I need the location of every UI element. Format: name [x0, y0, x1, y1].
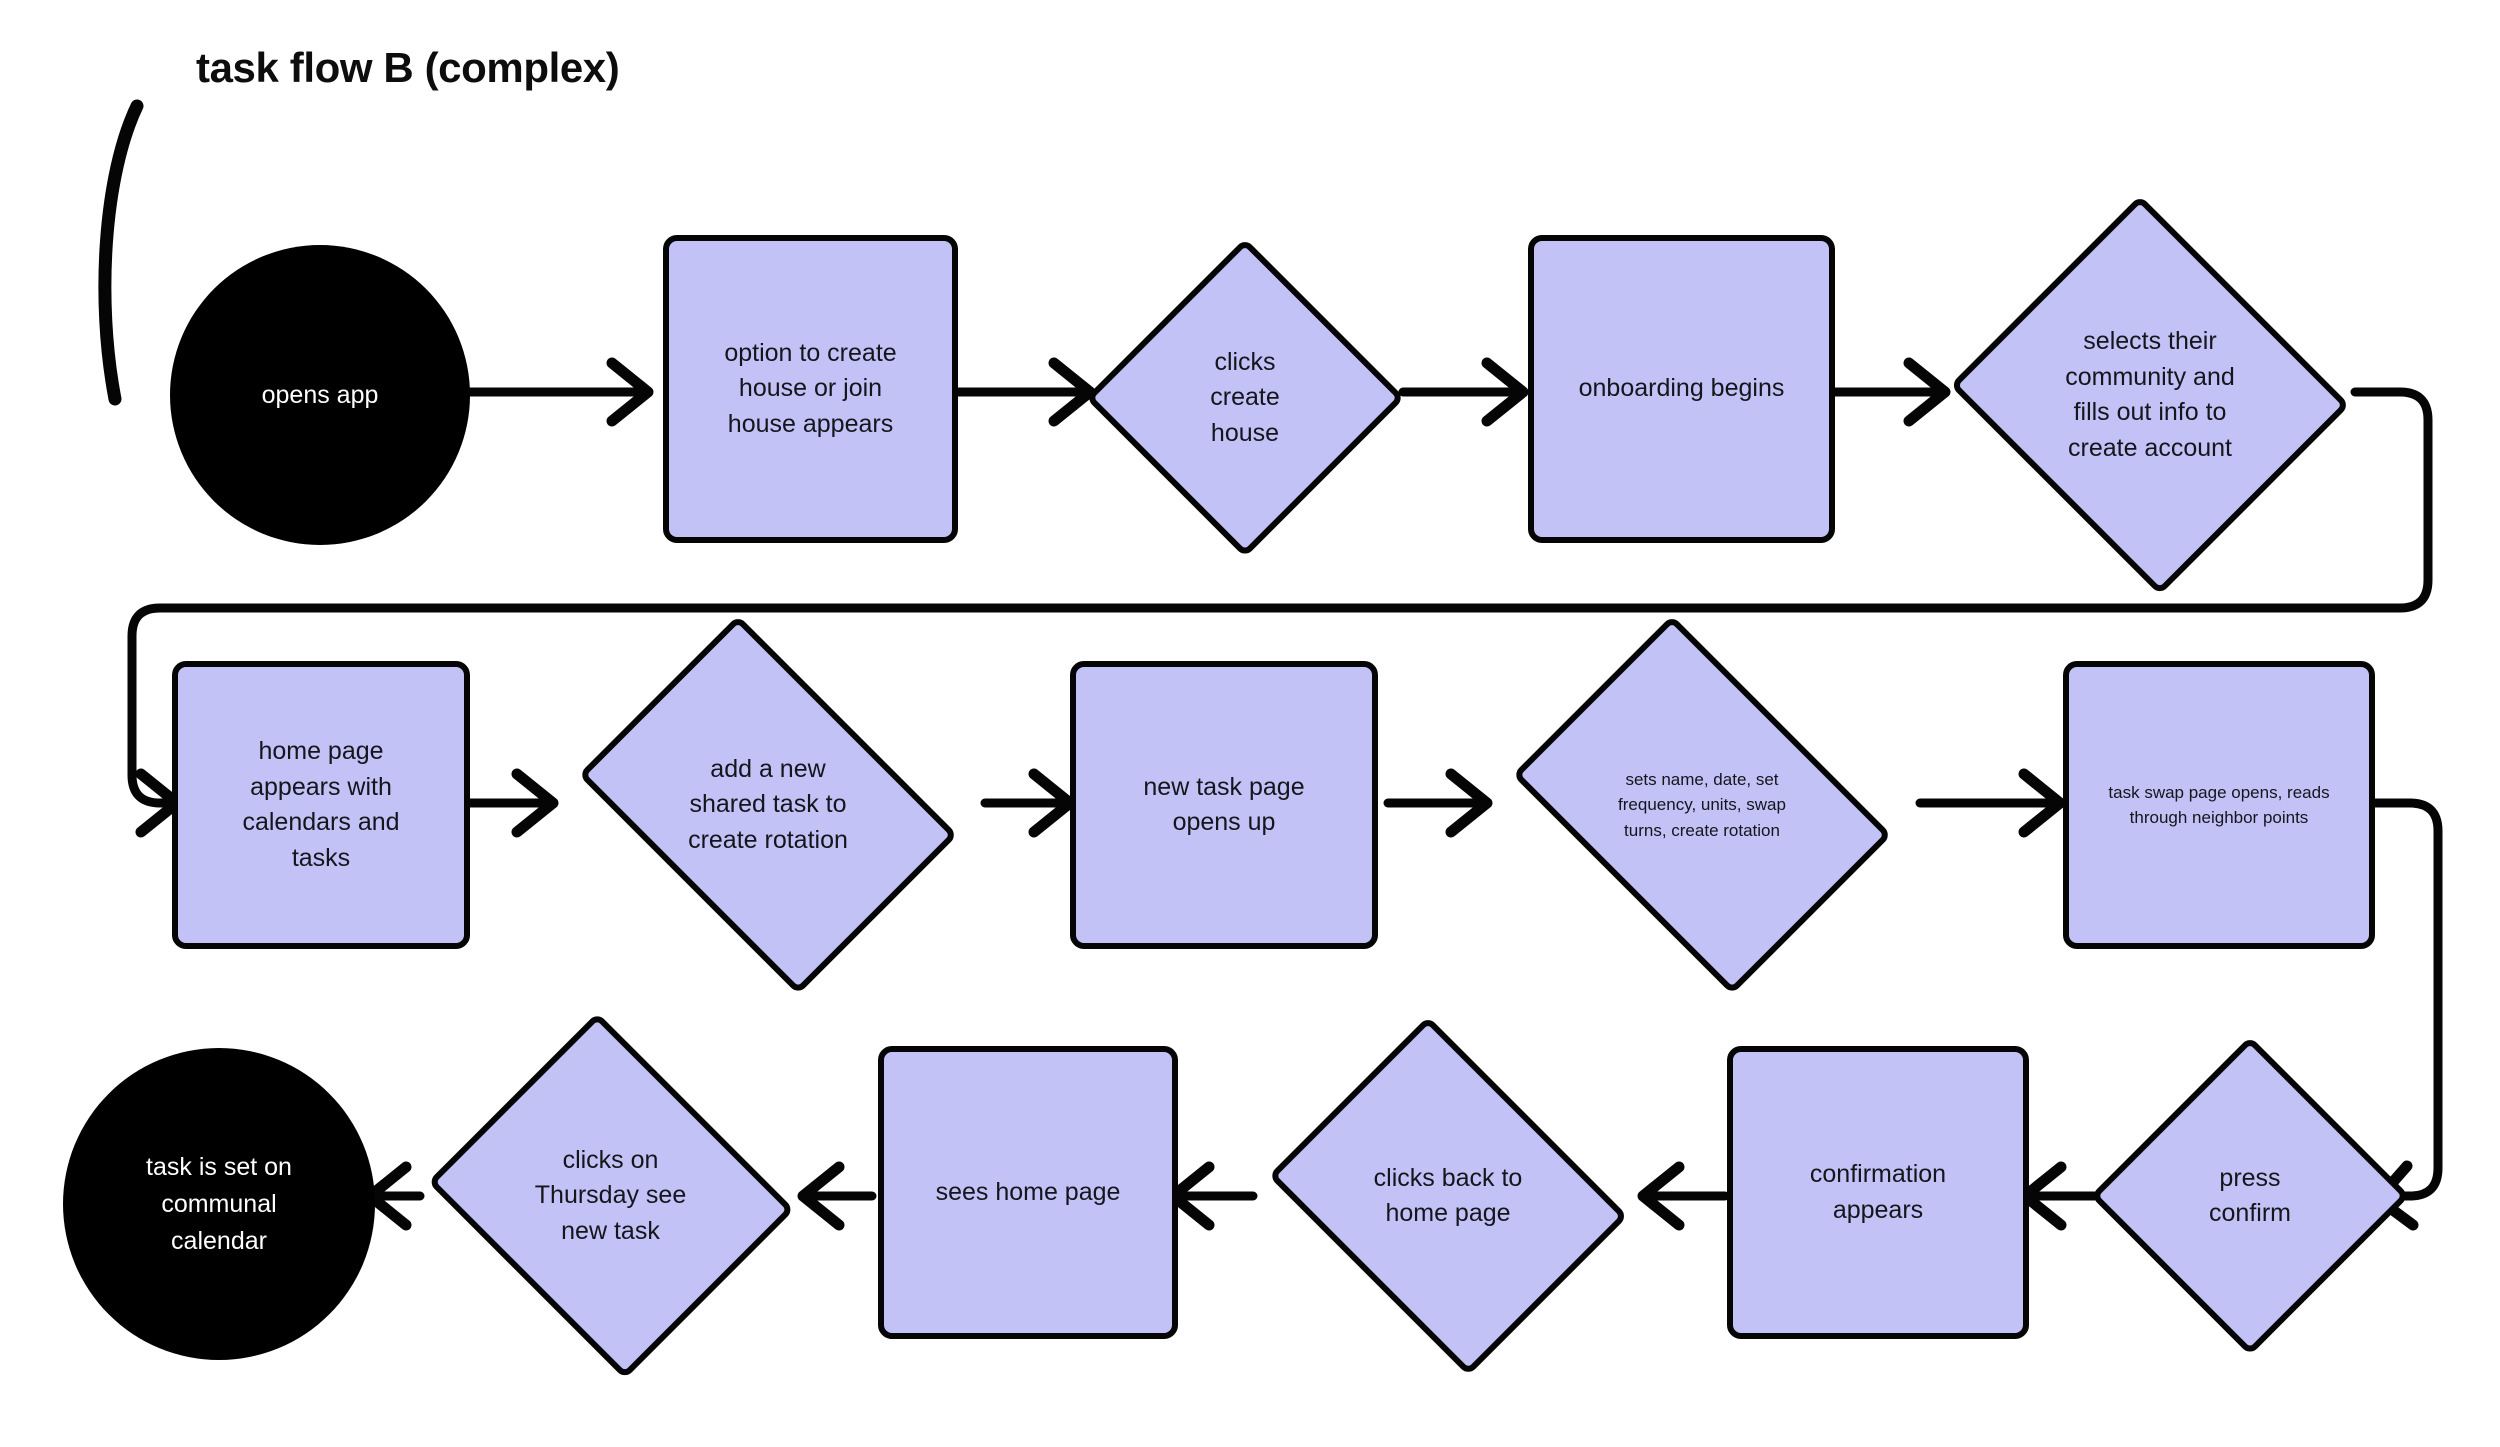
node-label: confirmation appears [1809, 1160, 1947, 1224]
node-clicks-thursday-new-task[interactable]: clicks on Thursday see new task [413, 1012, 808, 1380]
node-home-page-appears[interactable]: home page appears with calendars and tas… [172, 661, 470, 949]
node-label: task is set on communal calendar [146, 1152, 292, 1255]
node-clicks-back-home[interactable]: clicks back to home page [1248, 1016, 1648, 1376]
node-label: onboarding begins [1578, 374, 1785, 403]
node-label: option to create house or join house app… [724, 338, 897, 438]
node-label: clicks create house [1210, 347, 1280, 447]
node-label: task swap page opens, reads through neig… [2108, 782, 2330, 828]
node-label: clicks back to home page [1373, 1163, 1523, 1228]
node-create-or-join-house[interactable]: option to create house or join house app… [663, 235, 958, 543]
node-label: selects their community and fills out in… [2065, 327, 2235, 462]
node-sees-home-page[interactable]: sees home page [878, 1046, 1178, 1339]
arrowhead-n9-n10 [2018, 768, 2066, 838]
node-add-shared-task[interactable]: add a new shared task to create rotation [548, 615, 988, 995]
node-clicks-create-house[interactable]: clicks create house [1085, 238, 1405, 558]
arrowhead-n15-n16 [364, 1161, 412, 1231]
node-label: press confirm [2209, 1163, 2291, 1228]
node-label: sees home page [935, 1177, 1121, 1206]
arrowhead-n14-n15 [797, 1161, 845, 1231]
node-task-swap-page[interactable]: task swap page opens, reads through neig… [2063, 661, 2375, 949]
arrowhead-n7-n8 [1028, 768, 1076, 838]
node-label: new task page opens up [1143, 772, 1305, 837]
arrowhead-n13-n14 [1167, 1161, 1215, 1231]
arrowhead-n3-n4 [1481, 357, 1529, 427]
node-opens-app[interactable]: opens app [170, 245, 470, 545]
node-label: opens app [261, 380, 379, 409]
node-sets-task-details[interactable]: sets name, date, set frequency, units, s… [1482, 615, 1922, 995]
node-selects-community[interactable]: selects their community and fills out in… [1940, 195, 2360, 595]
arrowhead-n12-n13 [1637, 1161, 1685, 1231]
page-title: task flow B (complex) [196, 44, 620, 91]
node-label: clicks on Thursday see new task [534, 1145, 687, 1245]
node-onboarding-begins[interactable]: onboarding begins [1528, 235, 1835, 543]
node-label: sets name, date, set frequency, units, s… [1618, 769, 1786, 840]
node-press-confirm[interactable]: press confirm [2090, 1036, 2410, 1356]
arrowhead-n11-n12 [2019, 1161, 2067, 1231]
node-confirmation-appears[interactable]: confirmation appears [1727, 1046, 2029, 1339]
node-new-task-page[interactable]: new task page opens up [1070, 661, 1378, 949]
node-label: add a new shared task to create rotation [688, 754, 848, 854]
node-task-set-communal-calendar[interactable]: task is set on communal calendar [63, 1048, 375, 1360]
arrowhead-n1-n2 [606, 357, 654, 427]
node-label: home page appears with calendars and tas… [242, 737, 400, 872]
left-bracket-stroke [98, 99, 144, 406]
